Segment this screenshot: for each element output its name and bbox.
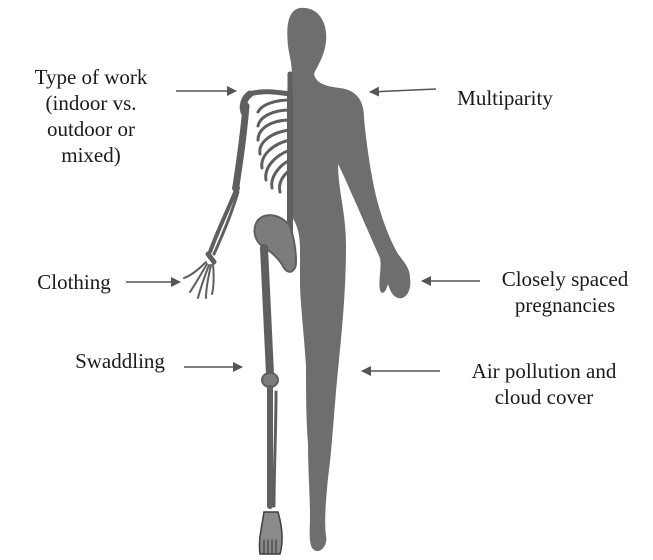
ulna xyxy=(214,192,238,254)
label-swaddling-line-1: Swaddling xyxy=(58,348,182,374)
label-swaddling: Swaddling xyxy=(58,348,182,374)
label-type-of-work-line-4: mixed) xyxy=(6,142,176,168)
clavicle xyxy=(250,92,290,94)
label-type-of-work-line-3: outdoor or xyxy=(6,116,176,142)
fibula xyxy=(274,392,276,506)
body-silhouette xyxy=(287,8,410,551)
arrow-multiparity xyxy=(370,89,436,92)
label-type-of-work-line-2: (indoor vs. xyxy=(6,90,176,116)
finger-5 xyxy=(212,264,214,294)
knee-joint xyxy=(262,373,278,387)
label-air-pollution: Air pollution and cloud cover xyxy=(444,358,644,410)
rib-6 xyxy=(266,150,290,180)
label-clothing-line-1: Clothing xyxy=(22,269,126,295)
label-air-pollution-line-2: cloud cover xyxy=(444,384,644,410)
label-type-of-work: Type of work (indoor vs. outdoor or mixe… xyxy=(6,64,176,168)
label-closely-spaced-line-1: Closely spaced xyxy=(484,266,646,292)
humerus xyxy=(236,106,246,186)
label-multiparity: Multiparity xyxy=(440,85,570,111)
radius xyxy=(210,190,236,252)
label-closely-spaced: Closely spaced pregnancies xyxy=(484,266,646,318)
label-closely-spaced-line-2: pregnancies xyxy=(484,292,646,318)
femur xyxy=(264,248,270,374)
label-multiparity-line-1: Multiparity xyxy=(440,85,570,111)
label-type-of-work-line-1: Type of work xyxy=(6,64,176,90)
foot xyxy=(259,512,282,554)
label-clothing: Clothing xyxy=(22,269,126,295)
label-air-pollution-line-1: Air pollution and xyxy=(444,358,644,384)
skeleton xyxy=(184,74,296,554)
